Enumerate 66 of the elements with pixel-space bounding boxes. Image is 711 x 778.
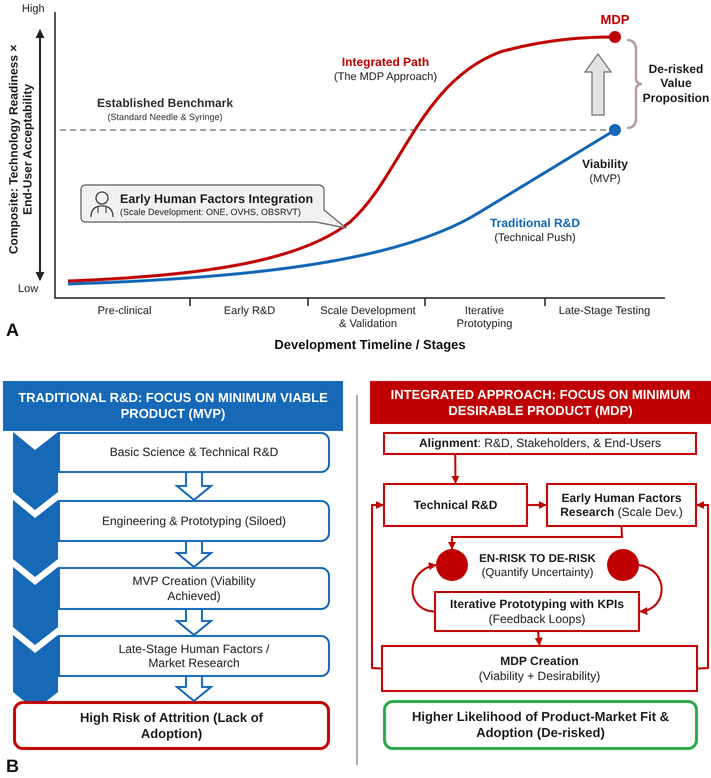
- axis-title: Development Timeline / Stages: [273, 337, 467, 353]
- stage-label: Pre-clinical: [96, 305, 152, 318]
- arrow: [451, 454, 460, 484]
- stage-label: Iterative Prototyping: [456, 305, 514, 332]
- box-text: Alignment: R&D, Stakeholders, & End-Users: [418, 436, 662, 451]
- box-text: MVP Creation (Viability Achieved): [132, 574, 256, 603]
- axis-title: Composite: Technology Readiness × End-User Acceptability: [6, 44, 36, 256]
- stage-label: Early R&D: [222, 305, 276, 318]
- process-box: [383, 432, 697, 455]
- block-arrow: [174, 676, 214, 702]
- box-text: Late-Stage Human Factors / Market Research: [118, 642, 270, 670]
- header-text: INTEGRATED APPROACH: FOCUS ON MINIMUM DESIRABLE PRODUCT (MDP): [390, 386, 692, 418]
- brace-label: De-risked Value Proposition: [642, 62, 710, 106]
- point-label: Viability: [581, 157, 629, 172]
- box-text: Early Human Factors Research (Scale Dev.): [559, 490, 684, 520]
- box-text: Basic Science & Technical R&D: [110, 445, 278, 460]
- box-text: (Viability + Desirability): [478, 668, 600, 683]
- block-arrow: [174, 472, 214, 502]
- point-label: MDP: [600, 12, 630, 28]
- arrow: [528, 501, 547, 509]
- box-text: MDP Creation: [500, 654, 579, 668]
- process-box: [434, 591, 640, 632]
- outcome-box: [383, 700, 698, 750]
- box-text: (Quantify Uncertainty): [482, 567, 594, 581]
- curve-label: Integrated Path: [340, 55, 430, 70]
- arrow: [638, 564, 663, 614]
- arrow: [696, 501, 709, 670]
- circle-marker: [436, 549, 468, 581]
- header-text: TRADITIONAL R&D: FOCUS ON MINIMUM VIABLE PRODUCT (MVP): [17, 390, 329, 422]
- box-text: Technical R&D: [414, 498, 498, 512]
- process-box: [381, 645, 698, 692]
- outcome-box: [13, 701, 330, 750]
- axis-label: High: [22, 3, 46, 16]
- box-text: High Risk of Attrition (Lack of Adoption): [80, 710, 264, 742]
- box-text: (Feedback Loops): [488, 612, 586, 626]
- header-band: [370, 381, 711, 424]
- arrow: [448, 526, 624, 550]
- axis-label: Low: [18, 283, 40, 296]
- callout-title: Early Human Factors Integration: [120, 192, 314, 208]
- stage-label: Scale Development & Validation: [319, 305, 417, 332]
- process-box: [58, 567, 330, 610]
- box-text: Iterative Prototyping with KPIs: [450, 597, 624, 612]
- box-text: Higher Likelihood of Product-Market Fit & Adoption (De-risked): [410, 709, 670, 741]
- benchmark-label: (Standard Needle & Syringe): [106, 112, 224, 123]
- process-box: [58, 432, 330, 473]
- process-box: [58, 635, 330, 677]
- box-text: Engineering & Prototyping (Siloed): [102, 514, 286, 528]
- box-text: EN-RISK TO DE-RISK: [479, 553, 596, 567]
- process-box: [383, 483, 528, 527]
- point-label: (MVP): [588, 173, 622, 186]
- panel-letter: B: [6, 756, 20, 778]
- benchmark-label: Established Benchmark: [96, 96, 234, 110]
- stage-label: Late-Stage Testing: [558, 305, 652, 318]
- block-arrow: [174, 609, 214, 636]
- callout-text: (Scale Development: ONE, OVHS, OBSRVT): [120, 207, 301, 218]
- panel-letter: A: [6, 320, 20, 342]
- process-box: [546, 483, 697, 527]
- arrow: [412, 563, 437, 612]
- process-box: [58, 500, 330, 542]
- block-arrow: [174, 541, 214, 568]
- arrow: [534, 632, 543, 646]
- curve-label: Traditional R&D: [488, 216, 581, 230]
- curve-label: (The MDP Approach): [332, 71, 438, 84]
- circle-marker: [607, 549, 639, 581]
- arrow: [371, 501, 384, 670]
- curve-label: (Technical Push): [493, 232, 577, 246]
